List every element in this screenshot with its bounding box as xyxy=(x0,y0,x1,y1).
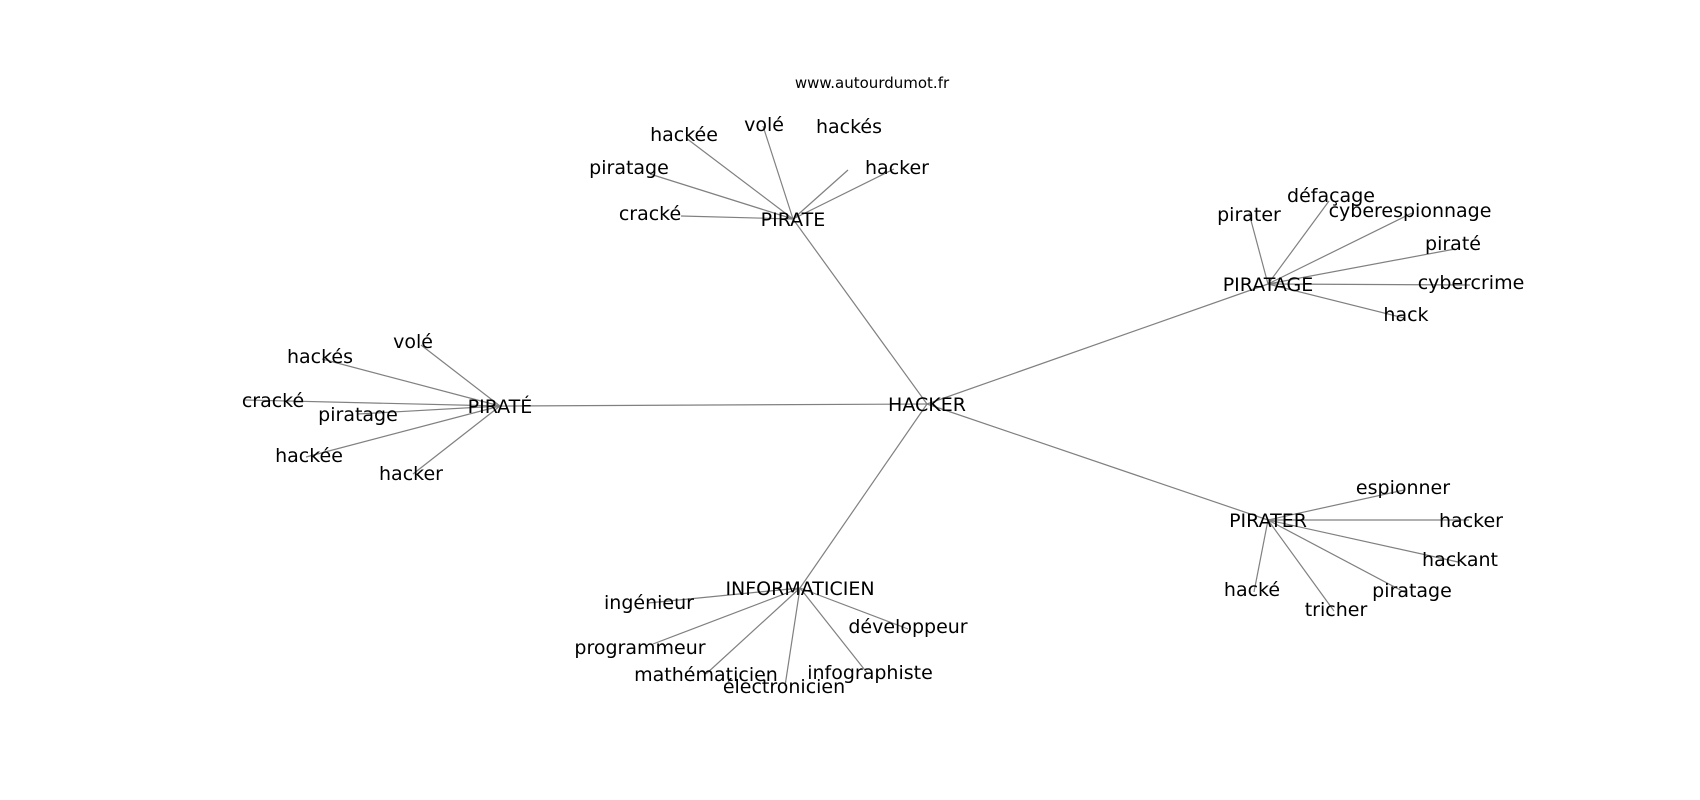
edge-leaf-2-4 xyxy=(305,405,501,458)
node-leaf-2-2[interactable]: cracké xyxy=(242,390,304,412)
edge-leaf-4-0 xyxy=(647,587,801,604)
edge-leaf-3-0 xyxy=(1267,489,1405,521)
node-leaf-4-1[interactable]: programmeur xyxy=(574,637,705,659)
node-cluster-4[interactable]: INFORMATICIEN xyxy=(725,578,874,600)
source-url[interactable]: www.autourdumot.fr xyxy=(795,74,950,92)
edge-leaf-0-4 xyxy=(792,169,849,220)
edge-leaf-1-5 xyxy=(1267,283,1405,319)
node-leaf-4-2[interactable]: mathématicien xyxy=(634,664,778,686)
edge-leaf-2-3 xyxy=(357,405,501,415)
node-leaf-1-4[interactable]: cybercrime xyxy=(1418,272,1525,294)
node-leaf-4-0[interactable]: ingénieur xyxy=(604,592,694,614)
node-leaf-0-3[interactable]: volé xyxy=(744,114,784,136)
edge-leaf-0-0 xyxy=(680,215,794,220)
node-cluster-3[interactable]: PIRATER xyxy=(1229,510,1307,532)
node-leaf-3-2[interactable]: hackant xyxy=(1422,549,1498,571)
node-leaf-4-3[interactable]: électronicien xyxy=(723,676,845,698)
node-leaf-3-3[interactable]: piratage xyxy=(1372,580,1452,602)
edge-leaf-3-2 xyxy=(1267,519,1459,563)
node-cluster-0[interactable]: PIRATE xyxy=(761,209,826,231)
edge-leaf-4-5 xyxy=(799,587,909,630)
node-cluster-1[interactable]: PIRATAGE xyxy=(1223,274,1314,296)
graph-edges xyxy=(244,125,1471,687)
edge-center-2 xyxy=(499,403,928,407)
edge-leaf-1-0 xyxy=(1248,212,1269,285)
node-leaf-1-2[interactable]: cyberespionnage xyxy=(1329,200,1492,222)
edge-leaf-2-5 xyxy=(412,405,501,475)
edge-leaf-1-1 xyxy=(1267,200,1330,285)
edge-leaf-0-5 xyxy=(792,168,895,220)
node-leaf-3-1[interactable]: hacker xyxy=(1439,510,1503,532)
edge-center-4 xyxy=(799,403,928,589)
graph-labels: HACKER PIRATE cracké piratage hackée volé hack… xyxy=(242,114,1524,698)
node-leaf-0-1[interactable]: piratage xyxy=(589,157,669,179)
node-leaf-2-0[interactable]: volé xyxy=(393,331,433,353)
edge-leaf-2-2 xyxy=(244,399,501,407)
node-leaf-2-1[interactable]: hackés xyxy=(287,346,353,368)
edge-leaf-4-1 xyxy=(652,587,801,645)
edge-leaf-3-5 xyxy=(1253,519,1269,593)
edge-leaf-2-1 xyxy=(321,358,501,407)
node-leaf-0-2[interactable]: hackée xyxy=(650,124,718,146)
node-leaf-1-0[interactable]: pirater xyxy=(1217,204,1281,226)
edge-leaf-1-3 xyxy=(1267,248,1456,285)
edge-leaf-1-4 xyxy=(1267,283,1471,286)
node-leaf-1-5[interactable]: hack xyxy=(1383,304,1428,326)
node-leaf-0-4[interactable]: hackés xyxy=(816,116,882,138)
node-leaf-4-5[interactable]: développeur xyxy=(848,616,967,638)
edge-leaf-3-3 xyxy=(1267,519,1407,594)
node-cluster-2[interactable]: PIRATÉ xyxy=(468,395,533,418)
node-center[interactable]: HACKER xyxy=(888,394,966,416)
edge-leaf-1-2 xyxy=(1267,212,1413,285)
node-leaf-2-3[interactable]: piratage xyxy=(318,404,398,426)
node-leaf-1-3[interactable]: piraté xyxy=(1425,233,1481,255)
node-leaf-3-4[interactable]: tricher xyxy=(1305,599,1368,621)
edge-center-3 xyxy=(926,403,1269,521)
node-leaf-3-0[interactable]: espionner xyxy=(1356,477,1450,499)
edge-leaf-0-2 xyxy=(685,137,794,220)
edge-center-0 xyxy=(792,218,928,405)
edge-leaf-0-1 xyxy=(649,173,794,220)
node-leaf-1-1[interactable]: défaçage xyxy=(1287,185,1375,207)
edge-leaf-3-4 xyxy=(1267,519,1335,612)
edge-leaf-4-3 xyxy=(784,587,801,687)
node-leaf-0-0[interactable]: cracké xyxy=(619,203,681,225)
node-leaf-2-5[interactable]: hacker xyxy=(379,463,443,485)
edge-leaf-4-2 xyxy=(705,587,801,675)
edge-center-1 xyxy=(926,283,1269,405)
edge-leaf-4-4 xyxy=(799,587,869,675)
edge-leaf-2-0 xyxy=(420,344,501,407)
node-leaf-4-4[interactable]: infographiste xyxy=(807,662,933,684)
node-leaf-2-4[interactable]: hackée xyxy=(275,445,343,467)
node-leaf-3-5[interactable]: hacké xyxy=(1224,579,1280,601)
node-leaf-0-5[interactable]: hacker xyxy=(865,157,929,179)
edge-leaf-0-3 xyxy=(762,125,794,220)
